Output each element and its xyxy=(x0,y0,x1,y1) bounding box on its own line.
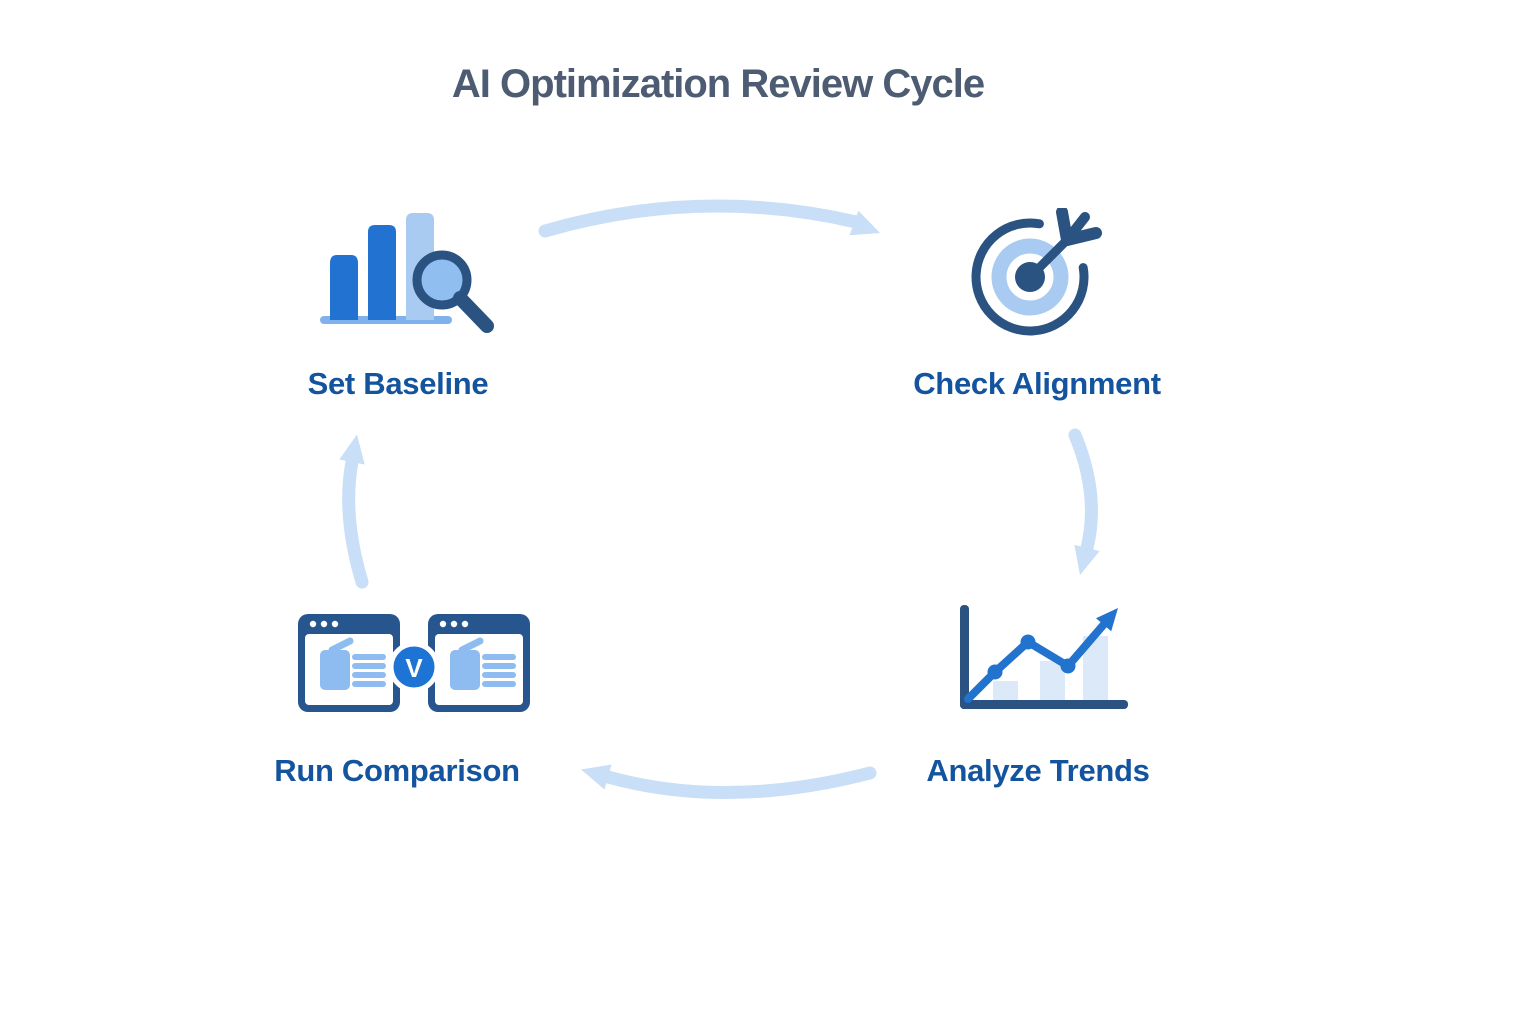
trend-line-arrow-icon xyxy=(960,605,1128,709)
vs-badge: V xyxy=(388,641,440,693)
window-dot xyxy=(461,620,469,628)
document-line xyxy=(352,654,386,660)
magnifier-handle xyxy=(453,291,494,333)
step-label-set-baseline: Set Baseline xyxy=(307,366,489,401)
dart-feather-mid xyxy=(1062,212,1090,245)
trend-point-2 xyxy=(1020,634,1036,650)
step-label-run-comparison: Run Comparison xyxy=(274,753,520,788)
target-outer-ring xyxy=(971,218,1089,336)
chart-bar-1 xyxy=(993,681,1018,700)
document-line xyxy=(352,663,386,669)
window-dot xyxy=(320,620,328,628)
bar-chart-magnifier-icon xyxy=(320,213,494,333)
step-label-check-alignment: Check Alignment xyxy=(913,366,1161,401)
bar-medium xyxy=(368,225,396,320)
trend-point-1 xyxy=(987,664,1003,680)
document-icon xyxy=(320,650,350,690)
trend-arrowhead xyxy=(1096,608,1118,632)
target-dart-icon xyxy=(971,208,1102,336)
arrow-run-comparison-to-set-baseline-icon xyxy=(339,434,369,589)
window-dot xyxy=(439,620,447,628)
dart-shaft xyxy=(1025,233,1074,282)
bar-short xyxy=(330,255,358,320)
window-dot xyxy=(450,620,458,628)
target-middle-ring xyxy=(991,238,1069,316)
magnifier-lens xyxy=(421,259,463,301)
x-axis xyxy=(960,700,1128,709)
document-flap xyxy=(458,637,484,654)
magnifier-ring xyxy=(412,250,472,310)
window-dot xyxy=(331,620,339,628)
browser-window-left xyxy=(298,614,400,712)
y-axis xyxy=(960,605,969,709)
document-line xyxy=(482,672,516,678)
browser-window-right xyxy=(428,614,530,712)
vs-badge-letter: V xyxy=(405,653,423,683)
arrow-check-alignment-to-analyze-trends-icon xyxy=(1068,428,1100,575)
arrow-set-baseline-to-check-alignment-icon xyxy=(538,199,880,238)
step-label-analyze-trends: Analyze Trends xyxy=(926,753,1150,788)
document-line xyxy=(352,672,386,678)
document-line xyxy=(482,663,516,669)
document-icon xyxy=(450,650,480,690)
trend-point-3 xyxy=(1060,658,1076,674)
window-dot xyxy=(309,620,317,628)
arrow-analyze-trends-to-run-comparison-icon xyxy=(581,764,877,800)
document-flap xyxy=(328,637,354,654)
document-line xyxy=(482,681,516,687)
document-line xyxy=(482,654,516,660)
vs-window-comparison-icon: V xyxy=(298,614,530,712)
page-title: AI Optimization Review Cycle xyxy=(451,62,985,106)
document-line xyxy=(352,681,386,687)
